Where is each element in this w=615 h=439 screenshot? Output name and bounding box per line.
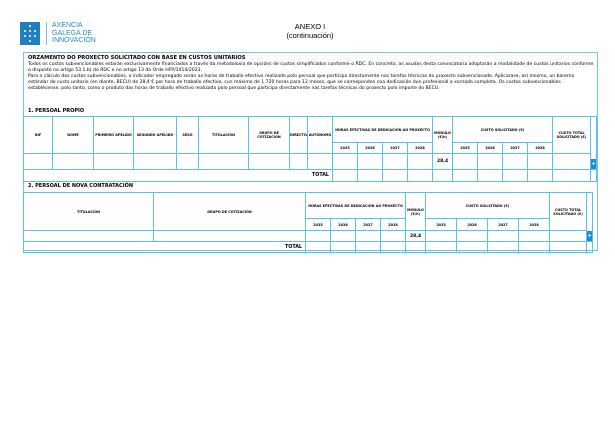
col-custo-total: CUSTO TOTAL SOLICITADO (€) bbox=[549, 192, 588, 231]
page-title: ANEXO I bbox=[294, 22, 326, 31]
year-header: 2028 bbox=[527, 142, 554, 154]
table-row: 28,4 bbox=[23, 230, 593, 242]
col-custo: CUSTO SOLICITADO (€) bbox=[425, 192, 551, 219]
col-titulacion: TITULACIÓN bbox=[198, 116, 249, 154]
custo-cell bbox=[452, 153, 479, 170]
custo-cell bbox=[502, 153, 529, 170]
year-header: 2025 bbox=[332, 142, 358, 154]
col-autonomo: AUTÓNOMO bbox=[307, 116, 333, 154]
custo-total-cell bbox=[552, 153, 592, 170]
section1-title: 1. PERSOAL PROPIO bbox=[28, 108, 85, 114]
apelido2-input[interactable] bbox=[133, 153, 177, 170]
year-header: 2026 bbox=[357, 142, 383, 154]
custo-total-cell bbox=[549, 230, 588, 242]
col-nif: NIF bbox=[23, 116, 53, 154]
custo-cell bbox=[487, 230, 520, 242]
galicia-emblem-icon bbox=[20, 22, 40, 45]
table-row: 28,4 bbox=[23, 153, 597, 170]
horas-input[interactable] bbox=[382, 153, 408, 170]
col-grupo: GRUPO DE COTIZACIÓN bbox=[248, 116, 290, 154]
col-titulacion: TITULACIÓN bbox=[23, 192, 154, 231]
titulacion-input[interactable] bbox=[23, 230, 154, 242]
horas-input[interactable] bbox=[379, 230, 407, 242]
add-row-button[interactable]: + bbox=[591, 159, 596, 169]
section2-title: 2. PERSOAL DE NOVA CONTRATACIÓN bbox=[28, 183, 134, 189]
year-header: 2027 bbox=[355, 218, 381, 231]
year-header: 2025 bbox=[305, 218, 331, 231]
custo-cell bbox=[425, 230, 458, 242]
custo-cell bbox=[527, 153, 554, 170]
col-sexo: SEXO bbox=[176, 116, 199, 154]
horas-input[interactable] bbox=[355, 230, 381, 242]
nome-input[interactable] bbox=[52, 153, 94, 170]
intro-title: ORZAMENTO DO PROXECTO SOLICITADO CON BAS… bbox=[28, 55, 246, 61]
persoal-nova-contratacion-table: TITULACIÓN GRUPO DE COTIZACIÓN HORAS EFE… bbox=[23, 192, 594, 253]
page-subtitle: (continuación) bbox=[286, 31, 334, 40]
col-apelido2: SEGUNDO APELIDO bbox=[133, 116, 177, 154]
modulo-value: 28,4 bbox=[432, 153, 454, 170]
year-header: 2028 bbox=[518, 218, 551, 231]
logo-line: INNOVACIÓN bbox=[52, 37, 96, 45]
custo-cell bbox=[456, 230, 489, 242]
intro-paragraph-1: Todos os custos subvencionables estarán … bbox=[28, 61, 594, 73]
custo-cell bbox=[518, 230, 551, 242]
directivo-input[interactable] bbox=[289, 153, 308, 170]
horas-input[interactable] bbox=[406, 153, 434, 170]
col-modulo: MÓDULO (€/h) bbox=[405, 192, 427, 231]
year-header: 2025 bbox=[452, 142, 479, 154]
persoal-propio-table: NIF NOME PRIMEIRO APELIDO SEGUNDO APELID… bbox=[23, 116, 598, 182]
total-label: TOTAL bbox=[23, 241, 306, 253]
col-horas: HORAS EFECTIVAS DE DEDICACIÓN AO PROXECT… bbox=[331, 116, 434, 143]
nif-input[interactable] bbox=[23, 153, 53, 170]
col-directivo: DIRECTIVO bbox=[289, 116, 308, 154]
year-header: 2026 bbox=[330, 218, 356, 231]
titulacion-input[interactable] bbox=[198, 153, 249, 170]
col-custo-total: CUSTO TOTAL SOLICITADO (€) bbox=[552, 116, 592, 154]
custo-cell bbox=[477, 153, 504, 170]
total-label: TOTAL bbox=[23, 169, 333, 182]
col-horas: HORAS EFECTIVAS DE DEDICACIÓN AO PROXECT… bbox=[304, 192, 407, 219]
year-header: 2026 bbox=[456, 218, 489, 231]
year-header: 2027 bbox=[502, 142, 529, 154]
sexo-input[interactable] bbox=[176, 153, 199, 170]
horas-input[interactable] bbox=[330, 230, 356, 242]
year-header: 2025 bbox=[425, 218, 458, 231]
year-header: 2026 bbox=[477, 142, 504, 154]
col-custo: CUSTO SOLICITADO (€) bbox=[452, 116, 554, 143]
grupo-input[interactable] bbox=[153, 230, 306, 242]
year-header: 2028 bbox=[379, 218, 407, 231]
year-header: 2028 bbox=[406, 142, 434, 154]
grupo-input[interactable] bbox=[248, 153, 290, 170]
intro-paragraph-2: Para o cálculo dos custos subvencionable… bbox=[28, 73, 575, 91]
col-apelido1: PRIMEIRO APELIDO bbox=[93, 116, 134, 154]
logo-line: AXENCIA bbox=[52, 22, 83, 30]
col-nome: NOME bbox=[52, 116, 94, 154]
logo-line: GALEGA DE bbox=[52, 29, 93, 37]
year-header: 2027 bbox=[382, 142, 408, 154]
apelido1-input[interactable] bbox=[93, 153, 134, 170]
col-grupo: GRUPO DE COTIZACIÓN bbox=[153, 192, 306, 231]
modulo-value: 28,4 bbox=[405, 230, 427, 242]
autonomo-input[interactable] bbox=[307, 153, 333, 170]
col-modulo: MÓDULO (€/h) bbox=[432, 116, 454, 154]
agency-logo: AXENCIA GALEGA DE INNOVACIÓN bbox=[20, 22, 96, 45]
year-header: 2027 bbox=[487, 218, 520, 231]
horas-input[interactable] bbox=[357, 153, 383, 170]
horas-input[interactable] bbox=[332, 153, 358, 170]
add-row-button[interactable]: + bbox=[587, 231, 592, 241]
horas-input[interactable] bbox=[305, 230, 331, 242]
